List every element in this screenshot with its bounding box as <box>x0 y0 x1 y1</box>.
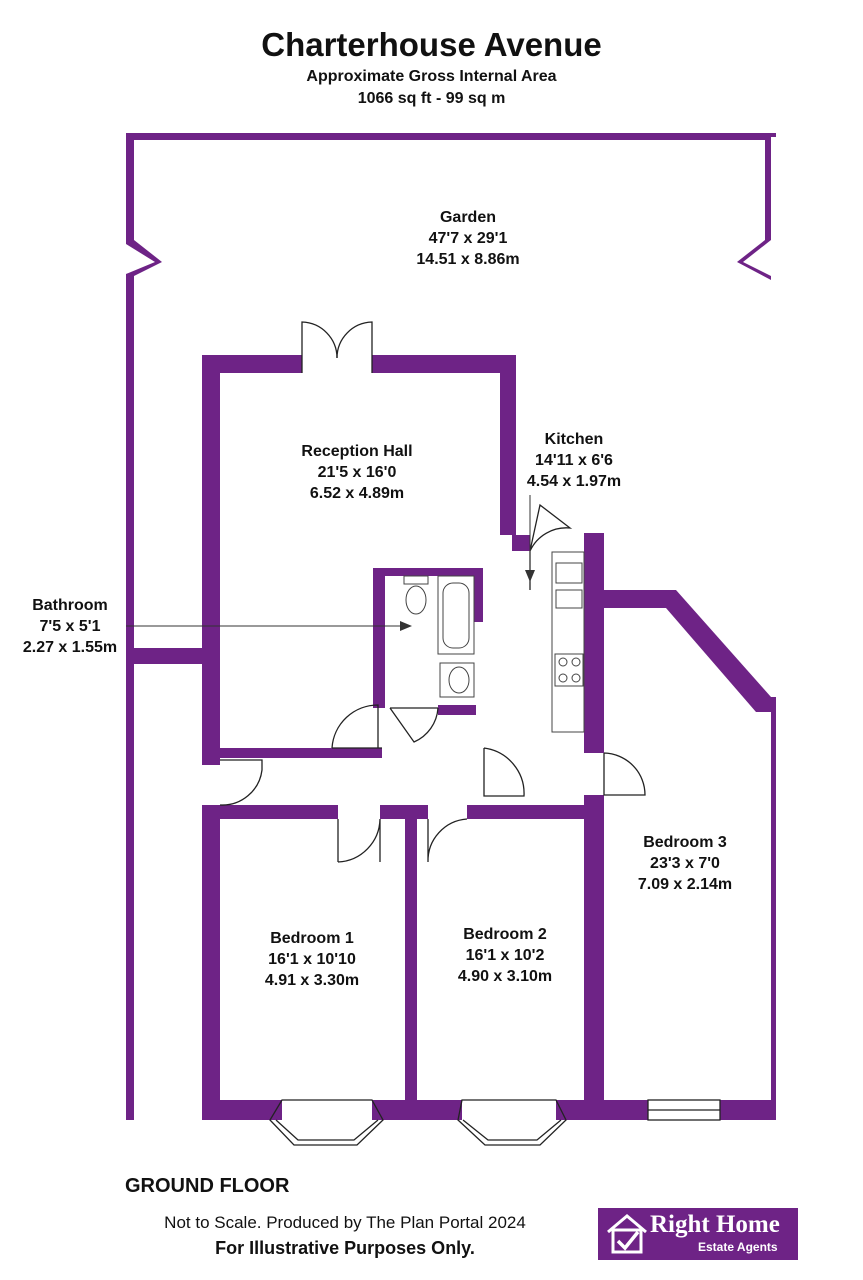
french-door-left <box>301 321 338 373</box>
room-name: Bedroom 2 <box>463 926 547 943</box>
room-size-metric: 4.91 x 3.30m <box>264 972 360 989</box>
wall <box>373 568 385 708</box>
fixtures <box>403 551 585 733</box>
room-size-metric: 7.09 x 2.14m <box>637 876 733 893</box>
toilet-cistern <box>403 575 429 585</box>
room-size-imperial: 21'5 x 16'0 <box>317 464 397 481</box>
wall <box>720 1100 776 1120</box>
room-size-imperial: 7'5 x 5'1 <box>39 618 101 635</box>
reception-door <box>331 704 382 749</box>
plan-title: Charterhouse Avenue <box>261 26 602 63</box>
doors-and-windows <box>219 321 721 1146</box>
front-door <box>219 759 263 806</box>
room-size-imperial: 23'3 x 7'0 <box>650 855 720 872</box>
room-label-garden: Garden 47'7 x 29'1 14.51 x 8.86m <box>368 207 568 270</box>
wall <box>202 355 220 765</box>
wall <box>372 1100 462 1120</box>
french-door-right <box>336 321 373 373</box>
room-size-metric: 6.52 x 4.89m <box>309 485 405 502</box>
room-size-imperial: 16'1 x 10'10 <box>268 951 356 968</box>
wall <box>202 748 382 758</box>
wall <box>380 805 428 819</box>
room-label-reception-hall: Reception Hall 21'5 x 16'0 6.52 x 4.89m <box>257 441 457 504</box>
room-size-metric: 14.51 x 8.86m <box>416 251 520 268</box>
wall <box>372 355 516 373</box>
room-name: Garden <box>439 209 496 226</box>
hob-ring <box>571 673 581 683</box>
kitchen-sink <box>555 562 583 584</box>
wall <box>202 355 302 373</box>
toilet-bowl <box>405 585 427 615</box>
kitchen-door <box>529 503 573 590</box>
room-name: Reception Hall <box>301 443 413 460</box>
room-label-bathroom: Bathroom 7'5 x 5'1 2.27 x 1.55m <box>8 595 132 658</box>
wall <box>202 805 338 819</box>
wall <box>126 648 204 664</box>
room-size-imperial: 14'11 x 6'6 <box>535 452 613 469</box>
wall <box>556 1100 648 1120</box>
bath-basin <box>442 582 470 649</box>
scale-note: Not to Scale. Produced by The Plan Porta… <box>164 1213 526 1232</box>
kitchen-drainer <box>555 589 583 609</box>
bathroom-door <box>389 707 439 743</box>
area-label: Approximate Gross Internal Area <box>306 68 557 85</box>
agent-logo: Right Home Estate Agents <box>598 1208 798 1260</box>
bath <box>437 575 475 655</box>
hob-ring <box>558 673 568 683</box>
wall <box>202 805 220 1120</box>
wall <box>584 533 604 753</box>
room-name: Bathroom <box>32 597 108 614</box>
bedroom3-door <box>603 752 646 796</box>
sink-basin <box>448 666 470 694</box>
room-label-kitchen: Kitchen 14'11 x 6'6 4.54 x 1.97m <box>494 429 654 492</box>
wall <box>202 1100 282 1120</box>
area-value: 1066 sq ft - 99 sq m <box>357 90 506 107</box>
bay-window-bedroom2 <box>457 1099 567 1146</box>
logo-sub-text: Estate Agents <box>698 1240 778 1254</box>
bathroom-pointer <box>126 621 412 631</box>
logo-main-text: Right Home <box>650 1211 780 1238</box>
bay-window-bedroom1 <box>269 1099 384 1146</box>
bedroom1-door <box>337 818 381 863</box>
wall <box>405 805 417 1120</box>
room-label-bedroom-2: Bedroom 2 16'1 x 10'2 4.90 x 3.10m <box>415 924 595 987</box>
walls <box>126 133 776 1120</box>
house-check-icon <box>607 1214 647 1254</box>
wall <box>500 355 516 535</box>
wall <box>604 590 676 608</box>
kitchen-pointer <box>525 495 535 582</box>
room-name: Kitchen <box>544 431 604 448</box>
room-size-metric: 4.90 x 3.10m <box>457 968 553 985</box>
room-size-imperial: 16'1 x 10'2 <box>465 947 545 964</box>
room-name: Bedroom 1 <box>270 930 354 947</box>
wall <box>474 568 483 622</box>
room-size-metric: 2.27 x 1.55m <box>22 639 118 656</box>
corridor-kitchen-door <box>483 747 525 797</box>
bedroom2-door <box>427 818 468 863</box>
kitchen-worktop <box>551 551 585 733</box>
sink-unit <box>439 662 475 698</box>
room-size-metric: 4.54 x 1.97m <box>526 473 622 490</box>
floor-label: GROUND FLOOR <box>125 1175 290 1197</box>
room-label-bedroom-1: Bedroom 1 16'1 x 10'10 4.91 x 3.30m <box>222 928 402 991</box>
wall <box>584 795 604 1120</box>
hob-ring <box>571 657 581 667</box>
wall <box>666 590 771 712</box>
purpose-note: For Illustrative Purposes Only. <box>215 1238 475 1258</box>
wall <box>512 535 530 551</box>
wall <box>438 705 476 715</box>
hob <box>554 653 584 687</box>
hob-ring <box>558 657 568 667</box>
wall <box>467 805 604 819</box>
room-label-bedroom-3: Bedroom 3 23'3 x 7'0 7.09 x 2.14m <box>601 832 769 895</box>
room-name: Bedroom 3 <box>643 834 727 851</box>
room-size-imperial: 47'7 x 29'1 <box>428 230 508 247</box>
wall <box>373 568 483 576</box>
